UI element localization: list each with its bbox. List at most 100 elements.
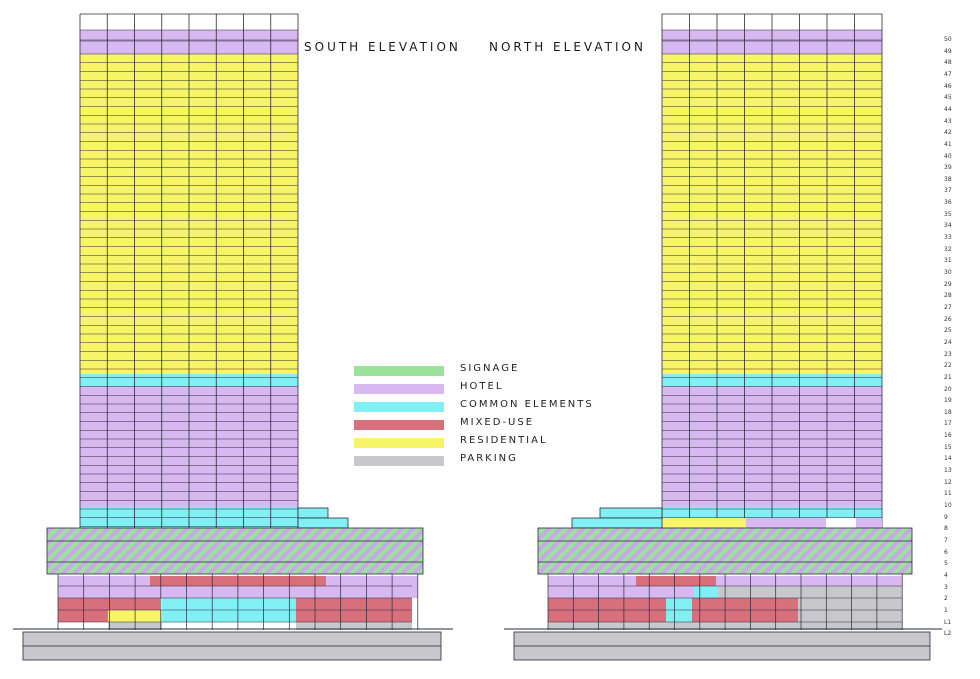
- floor-label-40: 40: [944, 152, 952, 160]
- floor-label-4: 4: [944, 571, 948, 579]
- floor-label-30: 30: [944, 269, 952, 276]
- floor-label-36: 36: [944, 199, 952, 207]
- floor-label-50: 50: [944, 36, 952, 43]
- floor-label-9: 9: [944, 513, 948, 521]
- floor-label-17: 17: [944, 420, 952, 428]
- legend-label: COMMON ELEMENTS: [460, 399, 594, 410]
- storefront-cell: [798, 610, 902, 622]
- legend-item-hotel: HOTEL: [354, 380, 634, 398]
- floor-label-6: 6: [944, 548, 948, 556]
- legend-item-common-elements: COMMON ELEMENTS: [354, 398, 634, 416]
- storefront-cell: [162, 598, 296, 610]
- floor-label-38: 38: [944, 175, 952, 183]
- legend-item-residential: RESIDENTIAL: [354, 434, 634, 452]
- signage-band: [537, 527, 913, 575]
- terrace-step: [571, 517, 663, 529]
- legend-swatch: [354, 366, 444, 376]
- blank-bay: [826, 518, 856, 528]
- floor-label-12: 12: [944, 478, 952, 486]
- legend-label: SIGNAGE: [460, 363, 520, 374]
- floor-label-7: 7: [944, 536, 948, 544]
- legend-item-parking: PARKING: [354, 452, 634, 470]
- floor-label-16: 16: [944, 432, 952, 440]
- legend-swatch: [354, 438, 444, 448]
- floor-label-27: 27: [944, 303, 952, 311]
- floor-label-1: 1: [944, 606, 948, 614]
- floor-label-2: 2: [944, 595, 948, 603]
- floor-label-39: 39: [944, 164, 952, 172]
- storefront-cell: [694, 586, 718, 598]
- terrace-step: [297, 517, 349, 529]
- floor-label-43: 43: [944, 117, 952, 125]
- legend-label: HOTEL: [460, 381, 504, 392]
- floor-label-34: 34: [944, 222, 952, 230]
- floor-label-41: 41: [944, 140, 952, 148]
- legend-label: PARKING: [460, 453, 518, 464]
- storefront-cell: [548, 586, 666, 598]
- floor-label-23: 23: [944, 350, 952, 358]
- floor-label-42: 42: [944, 129, 952, 137]
- floor-label-8: 8: [944, 525, 948, 533]
- storefront-cell: [58, 598, 160, 610]
- legend-label: MIXED-USE: [460, 417, 535, 428]
- floor-label-48: 48: [944, 59, 952, 67]
- floor-label-3: 3: [944, 583, 948, 591]
- residential-band: [662, 518, 746, 528]
- north-elevation: [504, 13, 942, 661]
- storefront-cell: [548, 598, 666, 610]
- storefront-cell: [666, 598, 692, 610]
- storefront-cell: [548, 610, 666, 622]
- storefront-cell: [798, 598, 902, 610]
- floor-label-28: 28: [944, 292, 952, 300]
- signage-band: [46, 527, 424, 575]
- floor-label-10: 10: [944, 502, 952, 509]
- floor-label-46: 46: [944, 82, 952, 90]
- legend-swatch: [354, 402, 444, 412]
- legend-swatch: [354, 420, 444, 430]
- legend-swatch: [354, 456, 444, 466]
- floor-label-14: 14: [944, 455, 952, 463]
- floor-label-35: 35: [944, 210, 952, 218]
- floor-label-45: 45: [944, 94, 952, 102]
- floor-label-25: 25: [944, 327, 952, 335]
- south-elevation-title: SOUTH ELEVATION: [304, 40, 461, 54]
- storefront-cell: [296, 598, 412, 610]
- storefront-cell: [666, 610, 692, 622]
- storefront-cell: [58, 610, 108, 622]
- legend-item-mixed-use: MIXED-USE: [354, 416, 634, 434]
- floor-label-13: 13: [944, 467, 952, 475]
- floor-label-18: 18: [944, 408, 952, 416]
- storefront-cell: [296, 610, 412, 622]
- floor-label-21: 21: [944, 373, 952, 381]
- floor-label-44: 44: [944, 105, 952, 113]
- legend-swatch: [354, 384, 444, 394]
- floor-label-22: 22: [944, 362, 952, 370]
- terrace-step: [599, 507, 663, 519]
- terrace-step: [297, 507, 329, 519]
- floor-label-20: 20: [944, 385, 952, 393]
- storefront-cell: [296, 622, 412, 630]
- storefront-cell: [162, 610, 296, 622]
- storefront-cell: [636, 576, 716, 586]
- hotel-band: [662, 518, 882, 528]
- legend: SIGNAGE HOTEL COMMON ELEMENTS MIXED-USE …: [354, 362, 634, 474]
- legend-item-signage: SIGNAGE: [354, 362, 634, 380]
- floor-label-33: 33: [944, 234, 952, 242]
- floor-label-l2: L2: [944, 630, 952, 638]
- storefront-cell: [692, 610, 798, 622]
- floor-label-37: 37: [944, 187, 952, 195]
- floor-label-15: 15: [944, 443, 952, 451]
- floor-label-49: 49: [944, 47, 952, 55]
- south-elevation: [13, 13, 453, 661]
- legend-label: RESIDENTIAL: [460, 435, 548, 446]
- storefront-cell: [692, 598, 798, 610]
- floor-label-31: 31: [944, 257, 952, 265]
- floor-label-l1: L1: [944, 618, 952, 626]
- floor-label-47: 47: [944, 70, 952, 78]
- storefront-cell: [718, 586, 902, 598]
- north-elevation-title: NORTH ELEVATION: [489, 40, 646, 54]
- floor-label-5: 5: [944, 560, 948, 568]
